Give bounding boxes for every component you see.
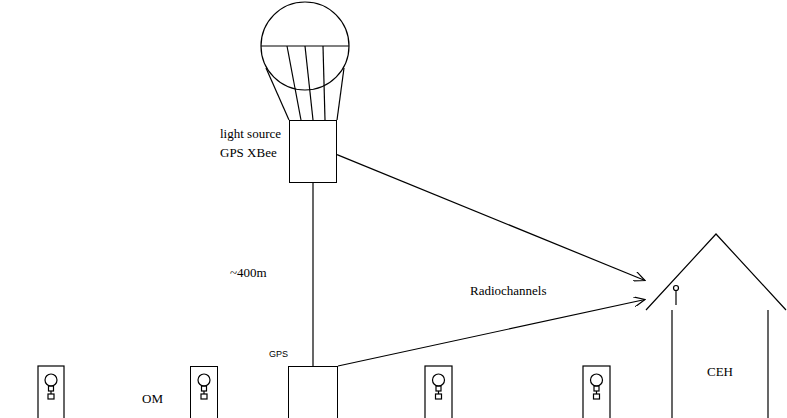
balloon-rope xyxy=(287,46,301,120)
ceh-house: CEH xyxy=(645,233,787,418)
om-lamp-symbol xyxy=(198,374,210,399)
node-label: CEH xyxy=(672,362,768,381)
balloon-rope xyxy=(266,68,289,120)
om-station xyxy=(425,366,452,418)
node-label: GPS xyxy=(269,349,288,359)
antenna-mast xyxy=(675,291,676,306)
house-outline xyxy=(645,233,787,418)
tether-line xyxy=(312,183,313,366)
ground-station-box: GPS xyxy=(288,366,338,418)
balloon-rope xyxy=(337,68,344,120)
house-wall xyxy=(767,310,768,418)
om-station-box: OM xyxy=(190,366,218,418)
radio-arrow xyxy=(338,300,645,367)
edge-label: ~400m xyxy=(230,263,267,282)
balloon-rope xyxy=(305,46,313,120)
house-roof xyxy=(646,234,786,310)
house-wall xyxy=(671,310,672,418)
radio-arrow xyxy=(337,155,645,281)
antenna-tip xyxy=(674,286,679,291)
node-label: OM xyxy=(142,389,163,408)
channel-label: Radiochannels xyxy=(470,281,547,300)
om-station xyxy=(583,366,610,418)
node-label: light source GPS XBee xyxy=(220,124,286,162)
om-station xyxy=(38,366,64,418)
balloon-rope xyxy=(323,46,325,120)
gondola-box: light source GPS XBee xyxy=(289,120,337,183)
